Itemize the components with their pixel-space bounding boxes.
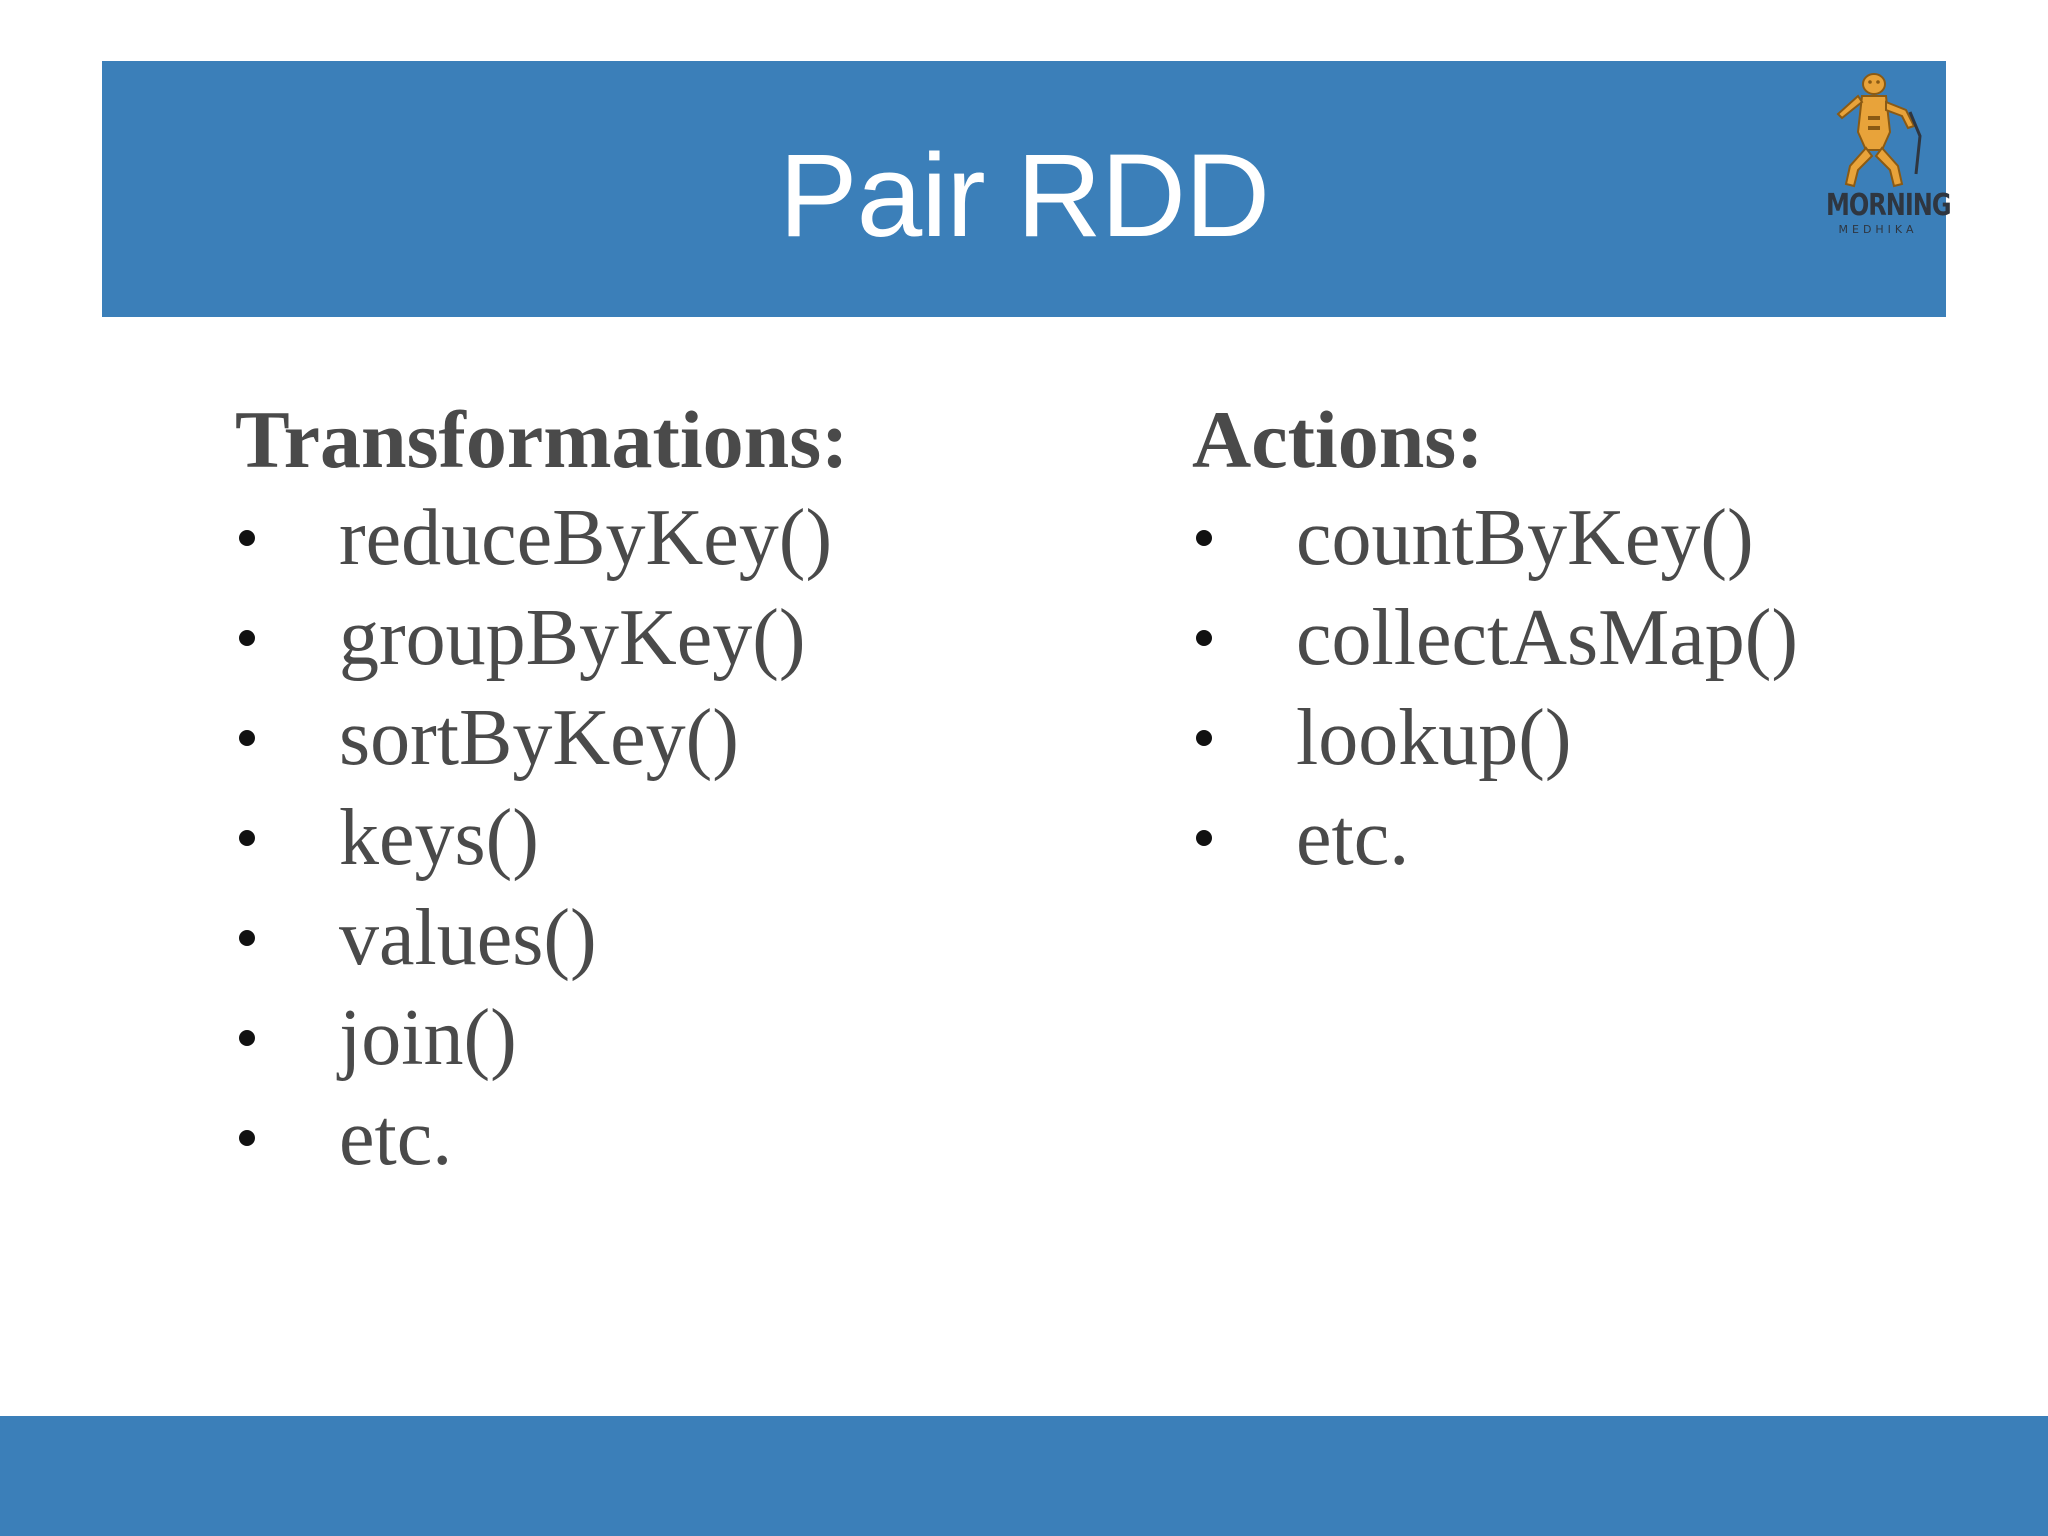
- bullet-icon: [1196, 830, 1212, 846]
- list-item-label: etc.: [1296, 794, 1410, 882]
- logo-subtext: MEDHIKA: [1838, 223, 1918, 236]
- bullet-icon: [239, 830, 255, 846]
- bullet-icon: [239, 1030, 255, 1046]
- list-item: join(): [235, 988, 848, 1088]
- slide-title: Pair RDD: [778, 130, 1270, 262]
- list-item: lookup(): [1192, 688, 1572, 788]
- logo-mascot-icon: [1836, 73, 1922, 188]
- actions-heading: Actions:: [1192, 394, 1484, 485]
- list-item: etc.: [235, 1088, 848, 1188]
- list-item: countByKey(): [1192, 488, 1754, 588]
- logo-wordmark: MORNING: [1826, 187, 1952, 223]
- list-item: reduceByKey(): [235, 488, 848, 588]
- bullet-icon: [1196, 530, 1212, 546]
- list-item-label: countByKey(): [1296, 494, 1754, 582]
- list-item-label: keys(): [339, 794, 539, 882]
- bullet-icon: [1196, 630, 1212, 646]
- list-item: sortByKey(): [235, 688, 848, 788]
- transformations-column: Transformations: reduceByKey() groupByKe…: [235, 392, 848, 1188]
- list-item-label: sortByKey(): [339, 694, 739, 782]
- list-item: values(): [235, 888, 848, 988]
- bullet-icon: [239, 630, 255, 646]
- bullet-icon: [239, 730, 255, 746]
- list-item-label: reduceByKey(): [339, 494, 833, 582]
- list-item: collectAsMap(): [1192, 588, 1798, 688]
- list-item-label: collectAsMap(): [1296, 594, 1799, 682]
- title-bar: Pair RDD: [102, 61, 1946, 317]
- transformations-list: reduceByKey() groupByKey() sortByKey() k…: [235, 488, 848, 1188]
- list-item-label: join(): [339, 994, 517, 1082]
- bullet-icon: [239, 530, 255, 546]
- list-item-label: etc.: [339, 1094, 453, 1182]
- actions-column: Actions: countByKey() collectAsMap() loo…: [1192, 392, 1798, 888]
- bullet-icon: [1196, 730, 1212, 746]
- list-item: etc.: [1192, 788, 1484, 888]
- list-item-label: lookup(): [1296, 694, 1572, 782]
- list-item-label: groupByKey(): [339, 594, 806, 682]
- list-item-label: values(): [339, 894, 597, 982]
- footer-bar: [0, 1416, 2048, 1536]
- bullet-icon: [239, 930, 255, 946]
- list-item: groupByKey(): [235, 588, 848, 688]
- actions-list: countByKey() collectAsMap() lookup() etc…: [1192, 488, 1798, 888]
- list-item: keys(): [235, 788, 848, 888]
- transformations-heading: Transformations:: [235, 394, 849, 485]
- bullet-icon: [239, 1130, 255, 1146]
